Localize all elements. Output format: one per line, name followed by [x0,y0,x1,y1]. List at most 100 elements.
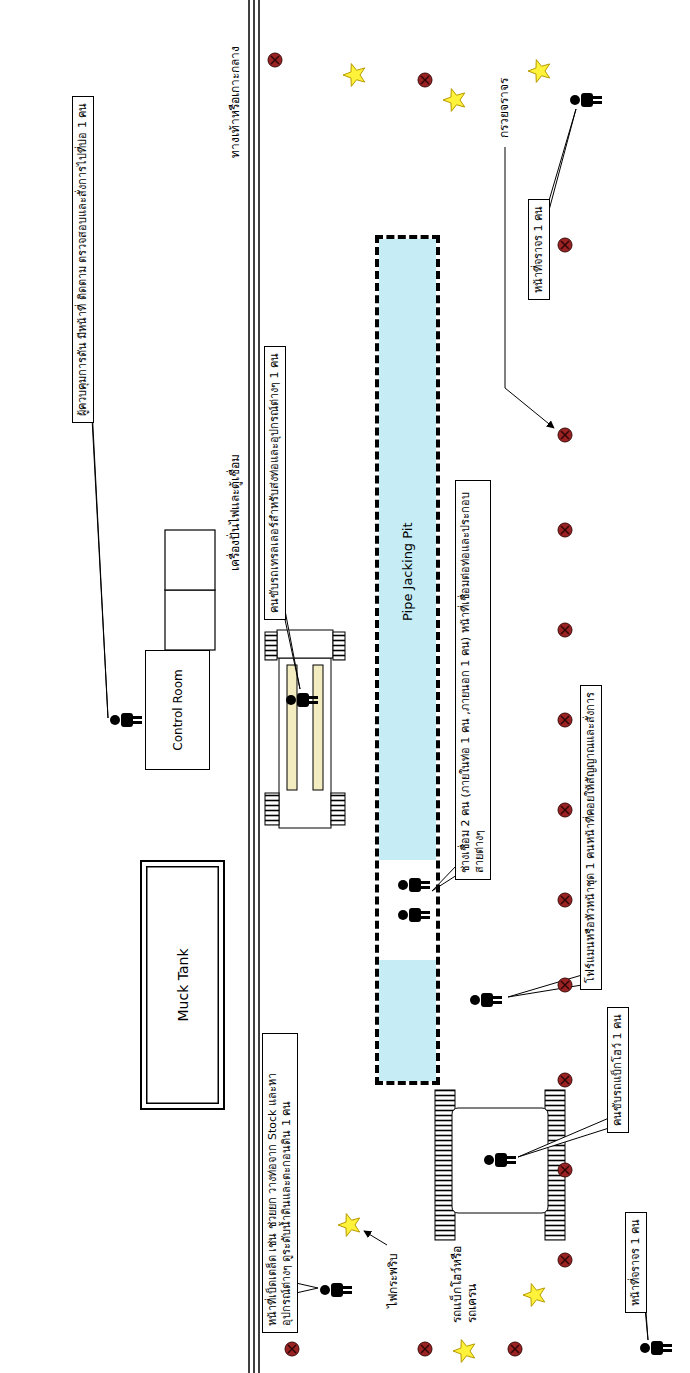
traffic-cone [418,1342,432,1356]
node-text: หน้าที่จราจร 1 คน [629,1219,643,1306]
divider-line [253,0,255,1373]
worker-leg [420,916,430,919]
worker-icon [484,1153,516,1167]
callout-box: ผู้ควบคุมการดัน มีหน้าที่ ติดตาม ตรวจสอบ… [72,96,94,423]
worker-head [570,95,580,105]
traffic-cone [508,1342,522,1356]
callout-box: คนขับรถแบ็กโฮว์ 1 คน [607,1007,629,1133]
road-divider [249,0,259,1373]
worker-leg [132,716,142,719]
worker-head [398,910,408,920]
worker-leg [132,721,142,724]
node-text: Control Room [171,669,185,750]
worker-icon [470,993,502,1007]
backhoe [435,1090,565,1240]
traffic-cone [418,73,432,87]
node-text: โฟร์แมนหรือหัวหน้าชุด 1 คนหน้าที่คอยให้ส… [584,692,598,983]
area-label: ทางเท้าหรือเกาะกลาง [228,44,243,160]
worker-head [470,995,480,1005]
worker-body [121,713,133,727]
cone-mark [561,981,569,989]
control-room: Control Room [145,650,210,770]
cone-mark [561,431,569,439]
callout-box: หน้าที่เบ็ดเตล็ด เช่น ช่วยยก วางท่อจาก S… [262,1033,298,1333]
callout-box: หน้าที่จราจร 1 คน [625,1212,647,1313]
traffic-cone [558,1073,572,1087]
muck-tank: Muck Tank [140,860,225,1110]
callout-tail [518,1118,609,1157]
divider-line [258,0,260,1373]
flashing-light [338,1214,360,1237]
worker-icon [398,908,430,922]
traffic-cone [285,1342,299,1356]
backhoe-body [452,1108,548,1213]
flashing-light [523,1284,545,1307]
cone-mark [421,1345,429,1353]
cone-mark [561,1256,569,1264]
generator-boxes [165,530,215,650]
callout-tail [508,975,582,997]
worker-body [495,1153,507,1167]
worker-head [398,880,408,890]
worker-leg [492,996,502,999]
worker-body [331,1283,343,1297]
cone-body [558,428,572,442]
node-text: Pipe Jacking Pit [400,522,415,621]
node-text: ช่างเชื่อม 2 คน (ภายในท่อ 1 คน ,ภายนอก 1… [459,487,487,873]
node-text: หน้าที่เบ็ดเตล็ด เช่น ช่วยยก วางท่อจาก S… [266,1040,294,1326]
worker-leg [420,911,430,914]
worker-head [110,715,120,725]
worker-leg [420,886,430,889]
worker-icon [110,713,142,727]
worker-body [297,693,309,707]
pit-fill [379,239,436,1081]
cone-body [558,893,572,907]
truck-wheel [333,632,345,660]
worker-leg [506,1161,516,1164]
cone-body [558,523,572,537]
worker-icon [398,878,430,892]
worker-body [409,878,421,892]
worker-leg [308,696,318,699]
cone-mark [561,526,569,534]
worker-leg [506,1156,516,1159]
traffic-cone [558,978,572,992]
worker-leg [592,96,602,99]
vehicle-label: รถแบ็กโฮว์หรือ รถเครน [450,1241,480,1325]
cone-body [558,1163,572,1177]
traffic-cone [268,53,282,67]
cone-mark [561,806,569,814]
cone-body [418,73,432,87]
cone-body [418,1342,432,1356]
callout-tail [92,408,108,718]
generator-box [165,590,215,650]
callout-box: โฟร์แมนหรือหัวหน้าชุด 1 คนหน้าที่คอยให้ส… [580,685,602,990]
node-text: Muck Tank [175,949,191,1022]
cone-body [285,1342,299,1356]
traffic-cones [268,53,572,1356]
callout-tails [92,109,648,1340]
cone-body [558,1073,572,1087]
cone-mark [288,1345,296,1353]
truck-wheel [265,793,279,825]
cone-body [558,1253,572,1267]
callout-box: ช่างเชื่อม 2 คน (ภายในท่อ 1 คน ,ภายนอก 1… [455,480,491,880]
cone-body [268,53,282,67]
truck-wheel [331,793,345,825]
traffic-cone [558,1163,572,1177]
callout-box: หน้าที่จราจร 1 คน [528,199,550,300]
node-text: ผู้ควบคุมการดัน มีหน้าที่ ติดตาม ตรวจสอบ… [76,103,90,416]
cone-body [558,803,572,817]
worker-head [484,1155,494,1165]
worker-icon [320,1283,352,1297]
traffic-cone [558,238,572,252]
workers [110,93,672,1355]
cone-label: กรวยจราจร [497,76,512,140]
trailer-truck [265,630,345,828]
callout-tail [548,109,576,214]
traffic-cone [558,523,572,537]
cone-mark [561,1076,569,1084]
worker-leg [342,1286,352,1289]
worker-head [286,695,296,705]
cone-body [508,1342,522,1356]
